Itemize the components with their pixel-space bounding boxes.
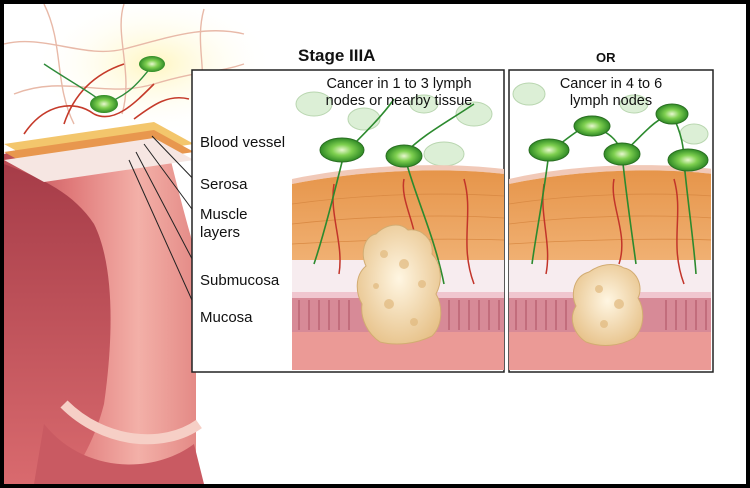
lymph-node-right-2 [573, 115, 611, 137]
label-mucosa: Mucosa [200, 309, 253, 326]
lymph-node-right-5 [667, 148, 709, 172]
tumor-left [356, 224, 442, 345]
background-vessels [4, 4, 245, 125]
label-submucosa: Submucosa [200, 272, 280, 289]
label-blood-vessel: Blood vessel [200, 134, 286, 151]
lymph-node-right-3 [603, 142, 641, 166]
lymph-node-right-1 [528, 138, 570, 162]
panel-left-caption: Cancer in 1 to 3 lymph nodes or nearby t… [294, 76, 504, 110]
label-muscle-line1: Muscle [200, 206, 248, 223]
panel-right-caption: Cancer in 4 to 6 lymph nodes [516, 76, 706, 110]
or-label: OR [596, 50, 616, 65]
page-title: Stage IIIA [298, 46, 376, 65]
anatomy-drawing [4, 4, 714, 484]
label-muscle-line2: layers [200, 224, 241, 241]
lymph-node-colon-1 [90, 95, 118, 113]
lymph-node-left-2 [385, 144, 423, 168]
colon-lumen [4, 164, 111, 484]
lymph-node-right-4 [655, 103, 689, 125]
colon-cut-end [34, 424, 204, 484]
lymph-node-left-1 [319, 137, 365, 163]
surface-vessels [23, 63, 190, 135]
panel-right-caption-line1: Cancer in 4 to 6 [559, 76, 663, 92]
label-serosa: Serosa [200, 176, 248, 193]
lymph-node-colon-2 [139, 56, 165, 72]
colon-rim [60, 400, 202, 445]
tumor-right [571, 264, 644, 346]
frame: Stage IIIA OR Cancer in 1 to 3 lymph nod… [4, 4, 746, 484]
panel-left-caption-line1: Cancer in 1 to 3 lymph [326, 76, 472, 92]
panel-left-caption-line2: nodes or nearby tissue [325, 93, 473, 109]
panel-right-caption-line2: lymph nodes [569, 93, 653, 109]
colon-layer-submucosa [4, 138, 194, 182]
